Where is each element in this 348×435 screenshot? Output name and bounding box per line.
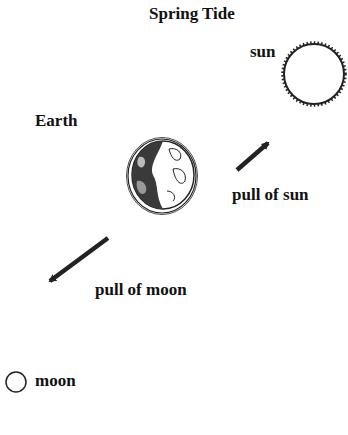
node-label: moon xyxy=(35,371,76,391)
moon-circle-outline xyxy=(5,371,27,393)
earth-circle-outline xyxy=(125,135,200,215)
node-label: sun xyxy=(250,42,276,62)
arrow-label: pull of moon xyxy=(95,280,187,300)
diagram-title: Spring Tide xyxy=(149,4,235,24)
moon-pull-arrow xyxy=(50,238,108,281)
sun-circle-outline xyxy=(282,38,346,110)
sun-circle: sun xyxy=(282,38,346,110)
arrow-label: pull of sun xyxy=(232,185,309,205)
sun-pull-arrow xyxy=(237,143,268,170)
earth-circle: Earth xyxy=(125,135,200,215)
node-label: Earth xyxy=(35,111,78,131)
moon-circle: moon xyxy=(5,371,27,393)
